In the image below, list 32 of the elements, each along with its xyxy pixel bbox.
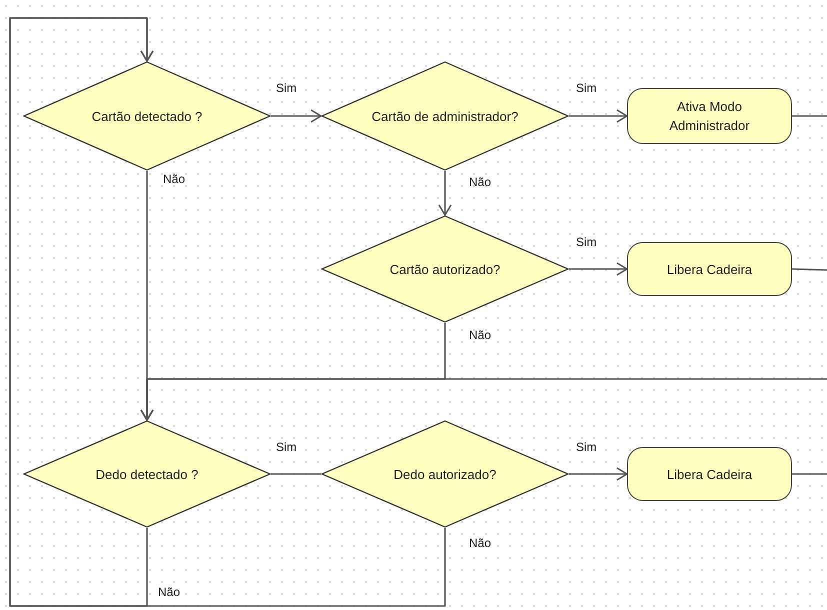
node-text: Ativa Modo Administrador (668, 98, 751, 135)
edge-label: Sim (276, 82, 297, 94)
node-text: Dedo detectado ? (96, 466, 198, 484)
process-box (627, 447, 792, 501)
node-text: Cartão autorizado? (390, 260, 500, 278)
edge-label: Não (469, 329, 492, 341)
edge-label: Sim (576, 82, 597, 94)
connector-arrow (569, 109, 628, 123)
decision-diamond (23, 420, 271, 528)
edge-label: Sim (276, 441, 297, 453)
connector-arrow (9, 17, 154, 607)
connector-arrow (438, 171, 452, 216)
decision-diamond (321, 61, 569, 171)
edge-label: Não (158, 586, 180, 598)
node-text: Cartão detectado ? (92, 108, 202, 126)
process-box (627, 242, 792, 296)
edge-label: Não (469, 537, 492, 549)
node-text: Libera Cadeira (666, 260, 752, 278)
edge-label: Não (469, 176, 492, 188)
node-text: Libera Cadeira (666, 466, 752, 484)
process-box (627, 88, 792, 144)
edge-label: Sim (576, 441, 597, 453)
edge-label: Sim (576, 236, 597, 248)
decision-diamond (321, 420, 569, 528)
node-text: Cartão de administrador? (372, 108, 518, 126)
decision-diamond (321, 215, 569, 323)
connector-arrow (140, 378, 827, 421)
connector-arrow (271, 109, 322, 123)
node-text: Dedo autorizado? (394, 466, 496, 484)
connector-arrow (569, 262, 628, 276)
decision-diamond (23, 61, 271, 171)
edge-label: Não (163, 173, 186, 185)
